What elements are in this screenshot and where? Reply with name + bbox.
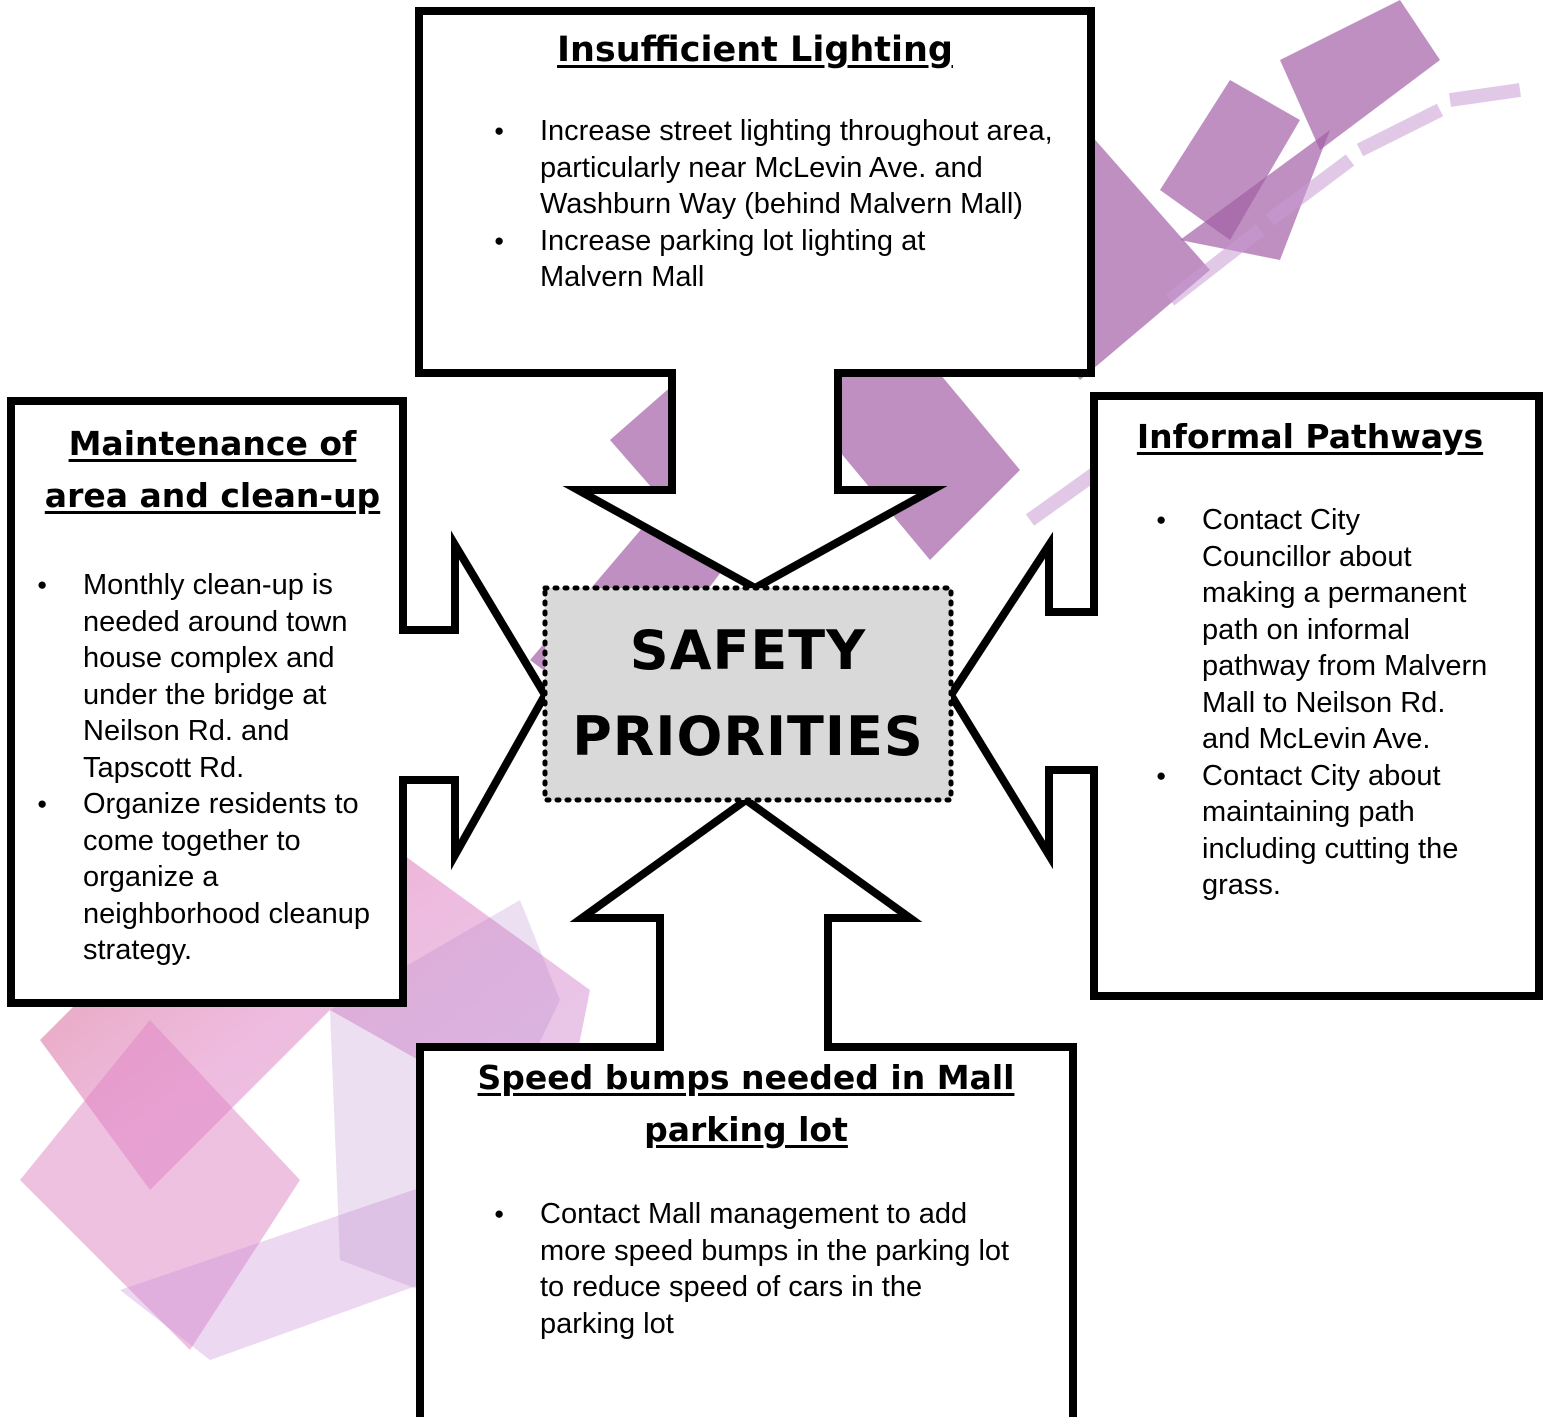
maintenance-heading: Maintenance of area and clean-up xyxy=(44,424,381,515)
lighting-list: Increase street lighting throughout area… xyxy=(494,113,1074,296)
lighting-box-outline xyxy=(415,7,1095,593)
speed-bumps-list: Contact Mall management to add more spee… xyxy=(494,1196,1024,1342)
maintenance-list: Monthly clean-up is needed around town h… xyxy=(37,567,397,969)
list-item: Contact City Councillor about making a p… xyxy=(1156,502,1516,758)
list-item: Contact City about maintaining path incl… xyxy=(1156,758,1516,904)
safety-priorities-box xyxy=(542,585,954,803)
list-item: Increase street lighting throughout area… xyxy=(494,113,1074,223)
lighting-heading: Insufficient Lighting xyxy=(556,30,953,70)
speed-bumps-heading: Speed bumps needed in Mall parking lot xyxy=(477,1058,1015,1149)
pathways-heading: Informal Pathways xyxy=(1136,417,1484,456)
list-item: Contact Mall management to add more spee… xyxy=(494,1196,1024,1342)
center-line-1: SAFETY xyxy=(629,619,867,682)
list-item: Monthly clean-up is needed around town h… xyxy=(37,567,397,786)
pathways-list: Contact City Councillor about making a p… xyxy=(1156,502,1516,904)
list-item: Organize residents to come together to o… xyxy=(37,786,397,969)
center-line-2: PRIORITIES xyxy=(572,705,924,768)
list-item: Increase parking lot lighting at Malvern… xyxy=(494,223,1074,296)
safety-priorities-label: SAFETY PRIORITIES xyxy=(545,588,951,800)
